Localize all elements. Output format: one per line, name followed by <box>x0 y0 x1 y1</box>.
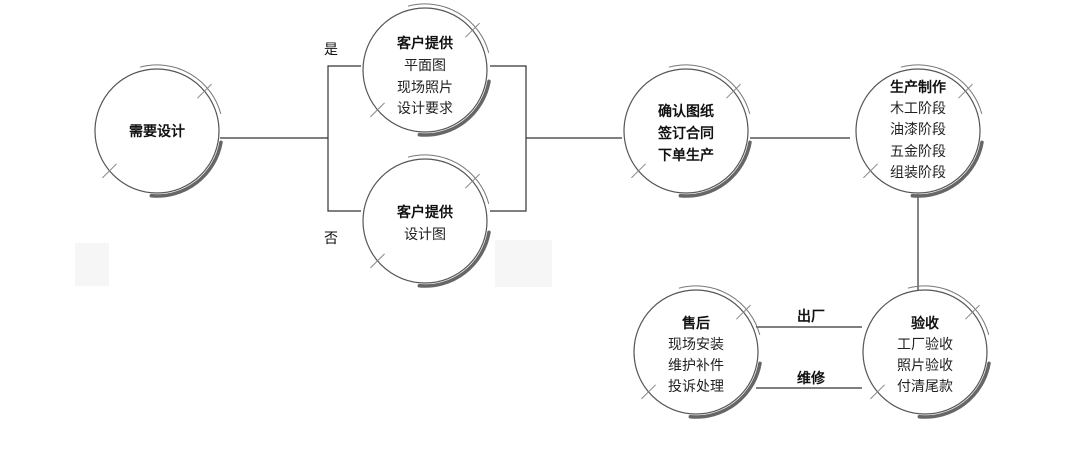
node-circle <box>94 68 220 194</box>
node-line: 工厂验收 <box>897 337 953 353</box>
node-arc-bottom <box>910 140 984 198</box>
node-line: 油漆阶段 <box>890 122 946 138</box>
background-shade-right <box>495 240 552 287</box>
node-tick-bottom <box>370 253 385 269</box>
node-line: 下单生产 <box>658 147 714 164</box>
node-arc-bottom <box>678 140 752 198</box>
node-title: 客户提供 <box>396 204 453 221</box>
node-line: 确认图纸 <box>658 103 714 120</box>
node-circle <box>633 289 759 415</box>
node-line: 设计图 <box>404 227 446 243</box>
node-tick-bottom <box>870 384 885 400</box>
node-title: 生产制作 <box>890 79 946 96</box>
node-tick-bottom <box>102 163 117 179</box>
node-confirm-order: 确认图纸 签订合同 下单生产 <box>623 64 752 198</box>
node-line: 平面图 <box>404 58 446 74</box>
edge-label-ship: 出厂 <box>797 308 825 325</box>
node-tick-bottom <box>370 102 385 118</box>
node-line: 付清尾款 <box>897 379 953 395</box>
node-tick-top <box>465 22 480 38</box>
node-line: 五金阶段 <box>890 144 946 160</box>
edge-label-no: 否 <box>324 231 338 247</box>
node-arc-top <box>900 64 983 115</box>
node-line: 设计要求 <box>397 101 453 117</box>
edge-label-yes: 是 <box>324 42 338 58</box>
node-arc-bottom <box>149 140 223 198</box>
node-circle <box>855 68 981 194</box>
node-tick-top <box>465 173 480 189</box>
node-line: 现场安装 <box>668 337 724 353</box>
node-client-provide-no: 客户提供 设计图 <box>362 154 491 288</box>
node-line: 组装阶段 <box>890 165 946 181</box>
node-line: 照片验收 <box>897 358 953 374</box>
node-title: 售后 <box>681 315 710 332</box>
node-arc-bottom <box>417 79 491 137</box>
node-after-sales: 售后 现场安装 维护补件 投诉处理 <box>633 285 762 419</box>
node-title: 验收 <box>911 315 940 332</box>
node-line: 投诉处理 <box>668 379 724 395</box>
node-tick-top <box>958 83 973 99</box>
node-line: 木工阶段 <box>890 101 946 117</box>
node-tick-bottom <box>863 163 878 179</box>
node-circle <box>862 289 988 415</box>
node-line: 签订合同 <box>657 125 714 142</box>
node-production: 生产制作 木工阶段 油漆阶段 五金阶段 组装阶段 <box>855 64 984 198</box>
connectors <box>220 65 919 389</box>
node-tick-bottom <box>631 163 646 179</box>
node-arc-top <box>678 285 761 336</box>
node-arc-top <box>907 285 990 336</box>
node-circle <box>623 68 749 194</box>
node-arc-bottom <box>417 230 491 288</box>
connector-branch-bracket-right <box>490 65 527 212</box>
node-arc-top <box>407 3 490 54</box>
node-arc-top <box>139 64 222 115</box>
node-line: 现场照片 <box>397 80 453 96</box>
node-tick-top <box>736 304 751 320</box>
node-arc-bottom <box>917 361 991 419</box>
node-inspection: 验收 工厂验收 照片验收 付清尾款 <box>862 285 991 419</box>
node-title: 客户提供 <box>396 35 453 52</box>
node-circle <box>362 7 488 133</box>
node-circle <box>362 158 488 284</box>
connector-branch-bracket-left <box>327 65 361 212</box>
node-tick-bottom <box>641 384 656 400</box>
node-title: 需要设计 <box>129 123 185 140</box>
node-arc-bottom <box>688 361 762 419</box>
node-arc-top <box>407 154 490 205</box>
node-tick-top <box>726 83 741 99</box>
background-shade-left <box>75 243 109 286</box>
node-need-design: 需要设计 <box>94 64 223 198</box>
node-arc-top <box>668 64 751 115</box>
node-client-provide-yes: 客户提供 平面图 现场照片 设计要求 <box>362 3 491 137</box>
edge-label-repair: 维修 <box>797 370 826 387</box>
node-tick-top <box>197 83 212 99</box>
node-tick-top <box>965 304 980 320</box>
node-line: 维护补件 <box>668 358 724 374</box>
